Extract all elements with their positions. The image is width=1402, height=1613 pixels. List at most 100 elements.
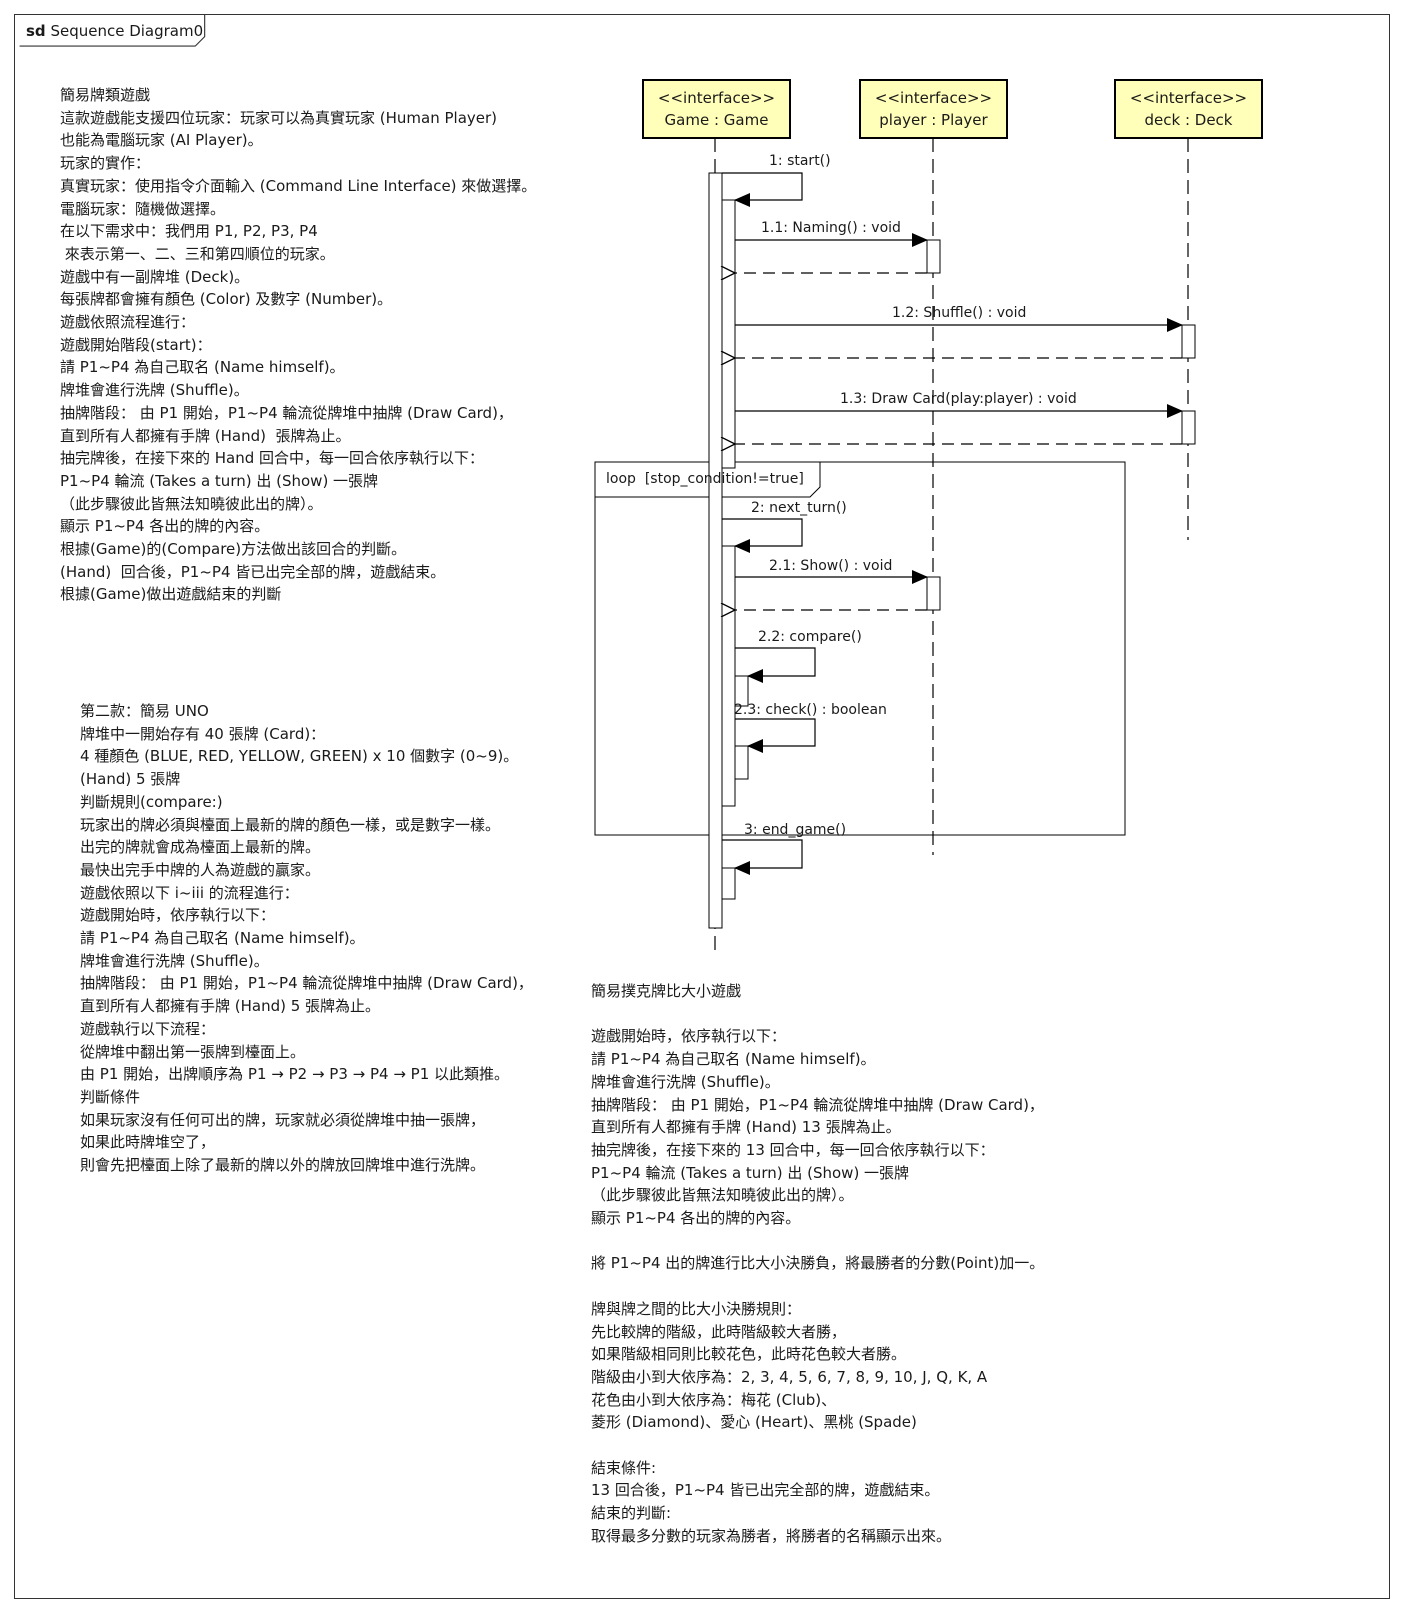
note-line: 牌堆中一開始存有 40 張牌 (Card)： <box>80 724 326 743</box>
note-line: 遊戲開始階段(start)： <box>60 335 212 354</box>
note-line: 遊戲開始時，依序執行以下： <box>591 1027 787 1046</box>
frame-tab <box>19 14 206 47</box>
msg-end-game-label[interactable]: 3: end_game() <box>744 822 847 838</box>
note-line: 由 P1 開始，出牌順序為 P1 → P2 → P3 → P4 → P1 以此類… <box>80 1065 510 1084</box>
note-line: 出完的牌就會成為檯面上最新的牌。 <box>80 838 321 857</box>
frame-title: sd Sequence Diagram0 <box>26 22 203 40</box>
note-line: 顯示 P1~P4 各出的牌的內容。 <box>591 1209 801 1228</box>
lifeline-game[interactable]: <<interface>> Game : Game <box>642 79 791 139</box>
note-line: 遊戲中有一副牌堆 (Deck)。 <box>60 267 250 286</box>
loop-fragment-label: loop [stop_condition!=true] <box>606 471 804 487</box>
activation-player-show <box>926 576 941 611</box>
lifeline-player-name: player : Player <box>879 111 988 129</box>
note-line: 如果階級相同則比較花色，此時花色較大者勝。 <box>591 1345 907 1364</box>
loop-guard: [stop_condition!=true] <box>644 471 804 487</box>
note-line: 簡易撲克牌比大小遊戲 <box>591 982 742 1000</box>
note-line: 在以下需求中：我們用 P1, P2, P3, P4 <box>60 222 318 241</box>
note-line: 每張牌都會擁有顏色 (Color) 及數字 (Number)。 <box>60 290 393 309</box>
note-line: 根據(Game)做出遊戲結束的判斷 <box>60 585 282 604</box>
note-line: 花色由小到大依序為：梅花 (Club)、 <box>591 1390 837 1409</box>
msg-compare-arrow <box>735 647 816 683</box>
msg-end-game-arrow <box>722 839 803 875</box>
lifeline-deck[interactable]: <<interface>> deck : Deck <box>1114 79 1263 139</box>
note-line: 13 回合後，P1~P4 皆已出完全部的牌，遊戲結束。 <box>591 1481 940 1500</box>
note-line: 請 P1~P4 為自己取名 (Name himself)。 <box>80 929 365 948</box>
note-line: 4 種顏色 (BLUE, RED, YELLOW, GREEN) x 10 個數… <box>80 747 519 766</box>
lifeline-player[interactable]: <<interface>> player : Player <box>859 79 1008 139</box>
activation-game-next-turn <box>721 545 736 807</box>
note-line: 牌堆會進行洗牌 (Shuffle)。 <box>591 1072 780 1091</box>
note-line: 抽牌階段： 由 P1 開始，P1~P4 輪流從牌堆中抽牌 (Draw Card)… <box>591 1095 1044 1114</box>
activation-game-main <box>708 172 723 929</box>
note-line: 遊戲開始時，依序執行以下： <box>80 906 276 925</box>
lifeline-game-name: Game : Game <box>664 111 769 129</box>
note-line: 抽牌階段： 由 P1 開始，P1~P4 輪流從牌堆中抽牌 (Draw Card)… <box>60 403 513 422</box>
note-line: 遊戲依照以下 i~iii 的流程進行： <box>80 883 299 902</box>
note-line: （此步驟彼此皆無法知曉彼此出的牌）。 <box>591 1186 854 1205</box>
activation-player-naming <box>926 239 941 274</box>
msg-naming-label[interactable]: 1.1: Naming() : void <box>761 220 901 236</box>
note-line: 根據(Game)的(Compare)方法做出該回合的判斷。 <box>60 540 407 559</box>
note-line: 取得最多分數的玩家為勝者，將勝者的名稱顯示出來。 <box>591 1526 952 1545</box>
msg-compare-label[interactable]: 2.2: compare() <box>758 629 862 645</box>
loop-fragment <box>594 461 1126 836</box>
note-line: （此步驟彼此皆無法知曉彼此出的牌）。 <box>60 494 323 513</box>
msg-check-arrow <box>735 718 816 753</box>
msg-start-arrow <box>722 172 803 207</box>
note-line: 電腦玩家：隨機做選擇。 <box>60 199 226 218</box>
lifeline-player-stereotype: <<interface>> <box>874 89 993 107</box>
note-line: 抽牌階段： 由 P1 開始，P1~P4 輪流從牌堆中抽牌 (Draw Card)… <box>80 974 533 993</box>
note-line: 從牌堆中翻出第一張牌到檯面上。 <box>80 1042 306 1061</box>
note-game-rules-poker: 簡易撲克牌比大小遊戲 遊戲開始時，依序執行以下： 請 P1~P4 為自己取名 (N… <box>591 980 1044 1548</box>
note-line: 牌堆會進行洗牌 (Shuffle)。 <box>80 951 269 970</box>
note-line: 玩家的實作： <box>60 154 151 173</box>
msg-next-turn-arrow <box>722 518 803 553</box>
activation-game-compare <box>734 675 749 707</box>
note-line: 請 P1~P4 為自己取名 (Name himself)。 <box>60 358 345 377</box>
diagram-frame <box>14 14 1390 1599</box>
note-line: 將 P1~P4 出的牌進行比大小決勝負，將最勝者的分數(Point)加一。 <box>591 1254 1045 1273</box>
note-line: 如果玩家沒有任何可出的牌，玩家就必須從牌堆中抽一張牌， <box>80 1110 486 1129</box>
msg-shuffle-label[interactable]: 1.2: Shuffle() : void <box>892 305 1027 321</box>
note-line: 抽完牌後，在接下來的 Hand 回合中，每一回合依序執行以下： <box>60 449 485 468</box>
note-line: (Hand) 5 張牌 <box>80 770 181 789</box>
msg-next-turn-label[interactable]: 2: next_turn() <box>751 500 847 516</box>
note-line: 請 P1~P4 為自己取名 (Name himself)。 <box>591 1050 876 1069</box>
note-line: 最快出完手中牌的人為遊戲的贏家。 <box>80 860 321 879</box>
note-line: 顯示 P1~P4 各出的牌的內容。 <box>60 517 270 536</box>
activation-deck-draw <box>1181 410 1196 445</box>
note-line: P1~P4 輪流 (Takes a turn) 出 (Show) 一張牌 <box>60 471 379 490</box>
note-line: 判斷規則(compare:) <box>80 792 223 811</box>
activation-deck-shuffle <box>1181 324 1196 359</box>
lifeline-game-stereotype: <<interface>> <box>657 89 776 107</box>
note-line: 牌堆會進行洗牌 (Shuffle)。 <box>60 381 249 400</box>
note-line: 階級由小到大依序為：2, 3, 4, 5, 6, 7, 8, 9, 10, J,… <box>591 1367 988 1386</box>
note-line: 直到所有人都擁有手牌 (Hand) 13 張牌為止。 <box>591 1118 901 1137</box>
loop-fragment-tab <box>595 462 821 498</box>
lifeline-deck-stereotype: <<interface>> <box>1129 89 1248 107</box>
note-line: 判斷條件 <box>80 1087 141 1106</box>
msg-draw-card-label[interactable]: 1.3: Draw Card(play:player) : void <box>840 391 1077 407</box>
msg-start-label[interactable]: 1: start() <box>769 153 831 169</box>
activation-game-check <box>734 745 749 780</box>
note-line: 玩家出的牌必須與檯面上最新的牌的顏色一樣，或是數字一樣。 <box>80 815 501 834</box>
note-line: 遊戲依照流程進行： <box>60 313 196 332</box>
note-line: 這款遊戲能支援四位玩家：玩家可以為真實玩家 (Human Player) <box>60 108 498 127</box>
note-line: 遊戲執行以下流程： <box>80 1019 216 1038</box>
note-line: 也能為電腦玩家 (AI Player)。 <box>60 131 263 150</box>
note-line: 先比較牌的階級，此時階級較大者勝， <box>591 1322 847 1341</box>
note-line: 抽完牌後，在接下來的 13 回合中，每一回合依序執行以下： <box>591 1140 995 1159</box>
note-line: 真實玩家：使用指令介面輸入 (Command Line Interface) 來… <box>60 176 537 195</box>
note-line: 簡易牌類遊戲 <box>60 86 151 104</box>
note-line: 直到所有人都擁有手牌 (Hand) 5 張牌為止。 <box>80 997 381 1016</box>
lifeline-deck-name: deck : Deck <box>1144 111 1233 129</box>
msg-show-label[interactable]: 2.1: Show() : void <box>769 558 893 574</box>
note-game-rules-basic: 簡易牌類遊戲這款遊戲能支援四位玩家：玩家可以為真實玩家 (Human Playe… <box>60 84 536 606</box>
msg-check-label[interactable]: 2.3: check() : boolean <box>734 702 887 718</box>
note-line: 結束的判斷: <box>591 1504 672 1523</box>
note-line: 結束條件: <box>591 1458 657 1477</box>
note-line: 則會先把檯面上除了最新的牌以外的牌放回牌堆中進行洗牌。 <box>80 1156 486 1175</box>
frame-name: Sequence Diagram0 <box>50 22 204 40</box>
